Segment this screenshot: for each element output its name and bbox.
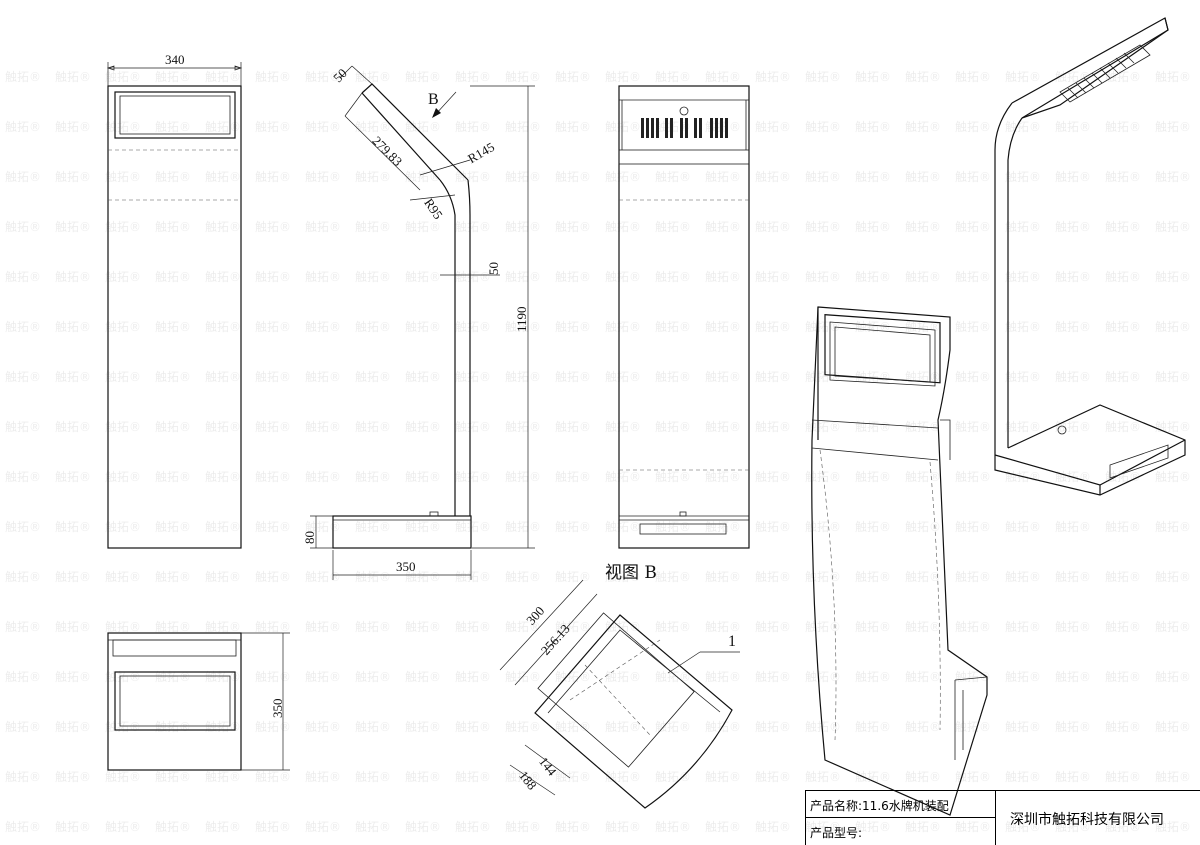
title-block: 产品名称:11.6水牌机装配 产品型号: 深圳市触拓科技有限公司 xyxy=(805,790,1200,845)
dim-radius-inner: R95 xyxy=(421,196,446,222)
side-view: 50 279.83 R145 R95 B 50 1190 xyxy=(302,65,535,580)
dim-detail-outer: 300 xyxy=(523,603,547,628)
view-arrow-b: B xyxy=(428,91,439,108)
dim-plan-depth: 350 xyxy=(270,699,285,719)
company-name: 深圳市触拓科技有限公司 xyxy=(1010,812,1164,828)
dim-radius-outer: R145 xyxy=(465,139,497,166)
title-block-fields: 产品名称:11.6水牌机装配 产品型号: xyxy=(806,791,996,845)
front-view: 340 xyxy=(106,52,243,549)
isometric-front xyxy=(811,306,988,816)
dim-head-thickness: 50 xyxy=(330,65,350,85)
dim-front-width: 340 xyxy=(165,52,185,67)
callout-1: 1 xyxy=(728,633,736,650)
rear-view: 视图 B xyxy=(605,85,750,583)
dim-base-height: 80 xyxy=(302,531,317,544)
view-b-title: 视图 B xyxy=(605,563,657,583)
detail-view: 1 300 256.13 144 188 xyxy=(499,579,740,809)
dim-head-length: 279.83 xyxy=(369,133,405,169)
dim-detail-w1: 144 xyxy=(536,754,560,779)
product-name: 产品名称:11.6水牌机装配 xyxy=(806,791,996,818)
dim-base-depth: 350 xyxy=(396,559,416,574)
top-view: 350 xyxy=(107,632,290,771)
dim-detail-inner: 256.13 xyxy=(538,621,573,658)
dim-post-thickness: 50 xyxy=(486,262,501,275)
product-model: 产品型号: xyxy=(810,826,863,840)
dim-overall-height: 1190 xyxy=(514,306,529,332)
isometric-rear xyxy=(994,17,1186,496)
